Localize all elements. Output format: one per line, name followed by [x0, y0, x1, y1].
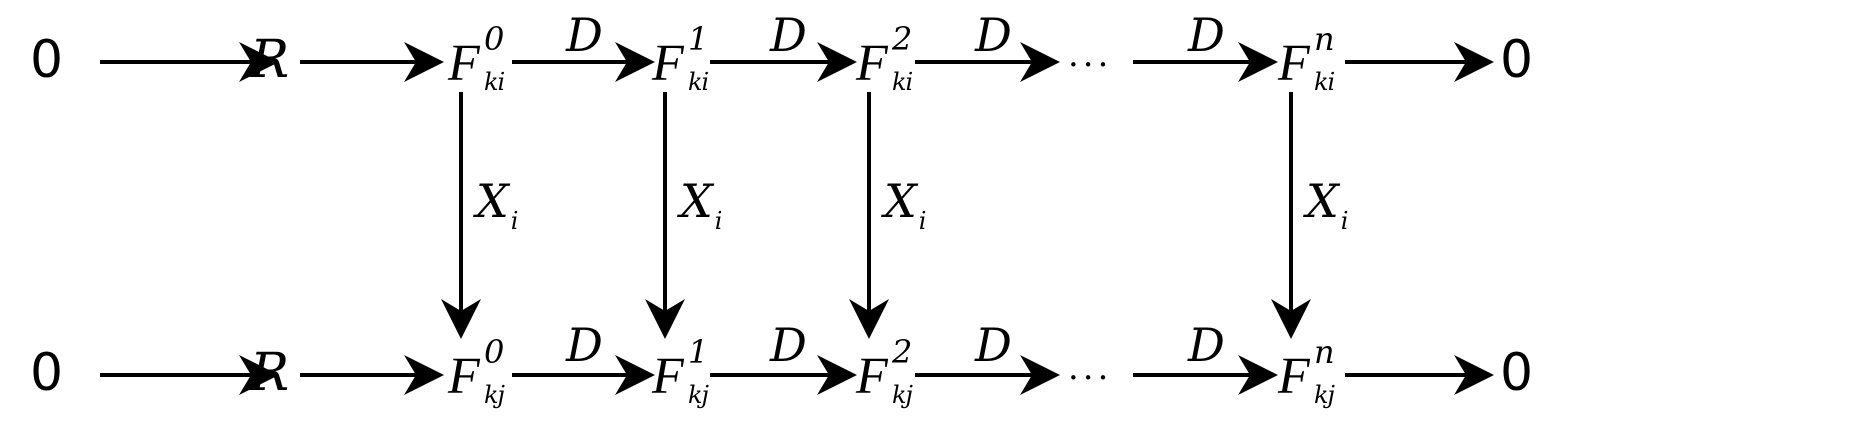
- label-d-bottom-3: D: [975, 318, 1012, 372]
- module-degree: 1: [688, 20, 709, 58]
- module-symbol: F: [856, 35, 888, 92]
- module-index: kj: [688, 381, 709, 409]
- module-symbol: F: [652, 348, 684, 405]
- module-top-n: F n ki: [1278, 20, 1358, 110]
- label-d-top-2: D: [770, 8, 807, 62]
- module-degree: 1: [688, 333, 709, 371]
- module-symbol: F: [1278, 348, 1310, 405]
- label-x-f1: Xi: [680, 178, 722, 233]
- label-x-symbol: X: [476, 174, 509, 228]
- module-degree: 2: [892, 20, 913, 58]
- module-symbol: F: [856, 348, 888, 405]
- module-symbol: F: [652, 35, 684, 92]
- label-x-f0: Xi: [476, 178, 518, 233]
- label-x-index: i: [1340, 207, 1349, 235]
- module-index: kj: [892, 381, 913, 409]
- module-bottom-n: F n kj: [1278, 333, 1358, 423]
- label-d-bottom-2: D: [770, 318, 807, 372]
- module-index: ki: [1314, 68, 1335, 96]
- label-x-symbol: X: [680, 174, 713, 228]
- label-d-bottom-4: D: [1188, 318, 1225, 372]
- module-top-1: F 1 ki: [652, 20, 732, 110]
- label-x-f2: Xi: [884, 178, 926, 233]
- ellipsis-top: ···: [1068, 45, 1113, 85]
- module-degree: n: [1314, 20, 1335, 58]
- zero-bottom-left: 0: [30, 343, 64, 403]
- label-x-symbol: X: [1306, 174, 1339, 228]
- zero-top-right: 0: [1500, 30, 1534, 90]
- label-x-index: i: [510, 207, 519, 235]
- label-x-symbol: X: [884, 174, 917, 228]
- label-d-top-3: D: [975, 8, 1012, 62]
- module-index: ki: [892, 68, 913, 96]
- module-index: ki: [688, 68, 709, 96]
- ring-top: R: [250, 30, 290, 90]
- module-degree: 2: [892, 333, 913, 371]
- module-index: kj: [1314, 381, 1335, 409]
- zero-bottom-right: 0: [1500, 343, 1534, 403]
- label-d-bottom-1: D: [566, 318, 603, 372]
- label-x-fn: Xi: [1306, 178, 1348, 233]
- module-symbol: F: [448, 35, 480, 92]
- label-d-top-1: D: [566, 8, 603, 62]
- label-x-index: i: [918, 207, 927, 235]
- module-degree: 0: [484, 333, 505, 371]
- module-top-0: F 0 ki: [448, 20, 528, 110]
- module-symbol: F: [1278, 35, 1310, 92]
- zero-top-left: 0: [30, 30, 64, 90]
- ellipsis-bottom: ···: [1068, 358, 1113, 398]
- module-bottom-2: F 2 kj: [856, 333, 936, 423]
- module-symbol: F: [448, 348, 480, 405]
- module-top-2: F 2 ki: [856, 20, 936, 110]
- module-bottom-1: F 1 kj: [652, 333, 732, 423]
- module-index: ki: [484, 68, 505, 96]
- module-degree: n: [1314, 333, 1335, 371]
- module-degree: 0: [484, 20, 505, 58]
- module-index: kj: [484, 381, 505, 409]
- module-bottom-0: F 0 kj: [448, 333, 528, 423]
- ring-bottom: R: [250, 343, 290, 403]
- label-d-top-4: D: [1188, 8, 1225, 62]
- label-x-index: i: [714, 207, 723, 235]
